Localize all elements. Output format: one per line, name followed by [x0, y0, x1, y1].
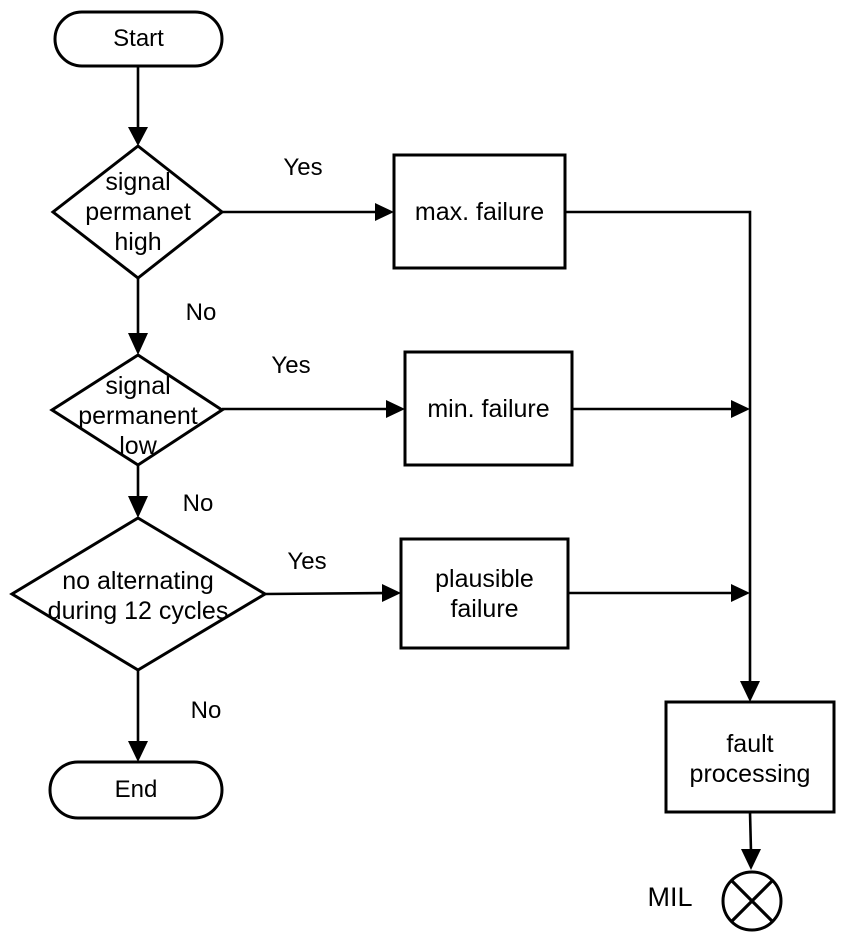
decision-signal-low-label: signal permanent low — [78, 372, 198, 460]
mil-lamp-icon — [721, 870, 783, 932]
edge-label-yes-decision1: Yes — [283, 154, 323, 181]
min-failure-label: min. failure — [427, 394, 550, 423]
arrowhead-into-min-failure-icon — [386, 400, 405, 418]
decision-no-alternating-label: no alternating during 12 cycles — [47, 567, 229, 625]
edge-fault-processing-to-mil — [748, 811, 753, 853]
start-node-label: Start — [113, 25, 164, 52]
edge-decision3-to-plausible-failure — [264, 591, 386, 596]
arrowhead-into-decision1-icon — [128, 127, 148, 146]
arrowhead-into-decision3-icon — [128, 496, 148, 518]
arrowhead-into-max-failure-icon — [375, 203, 394, 221]
arrowhead-min-failure-into-trunk-icon — [731, 400, 750, 418]
edge-label-yes-decision3: Yes — [287, 548, 327, 575]
end-terminator-shape — [48, 760, 224, 820]
mil-lamp-x-stroke-2 — [730, 879, 774, 923]
mil-label: MIL — [647, 882, 693, 912]
arrowhead-into-end-icon — [128, 741, 148, 762]
edge-max-failure-to-fault-processing — [566, 210, 752, 684]
edge-label-no-decision3: No — [190, 697, 222, 724]
arrowhead-into-plausible-failure-icon — [382, 584, 401, 602]
arrowhead-into-mil-icon — [741, 849, 761, 870]
edge-label-yes-decision2: Yes — [271, 352, 311, 379]
decision-signal-high-label: signal permanet high — [85, 168, 191, 256]
end-node-label: End — [114, 776, 158, 803]
edge-label-no-decision2: No — [182, 490, 214, 517]
max-failure-label: max. failure — [414, 197, 545, 226]
arrowhead-into-fault-processing-icon — [740, 681, 760, 702]
edge-label-no-decision1: No — [185, 299, 217, 326]
fault-processing-label: fault processing — [689, 730, 811, 788]
arrowhead-into-decision2-icon — [128, 333, 148, 355]
plausible-failure-label: plausible failure — [435, 564, 534, 623]
max-failure-box-shape — [392, 153, 567, 270]
arrowhead-plausible-failure-into-trunk-icon — [731, 584, 750, 602]
